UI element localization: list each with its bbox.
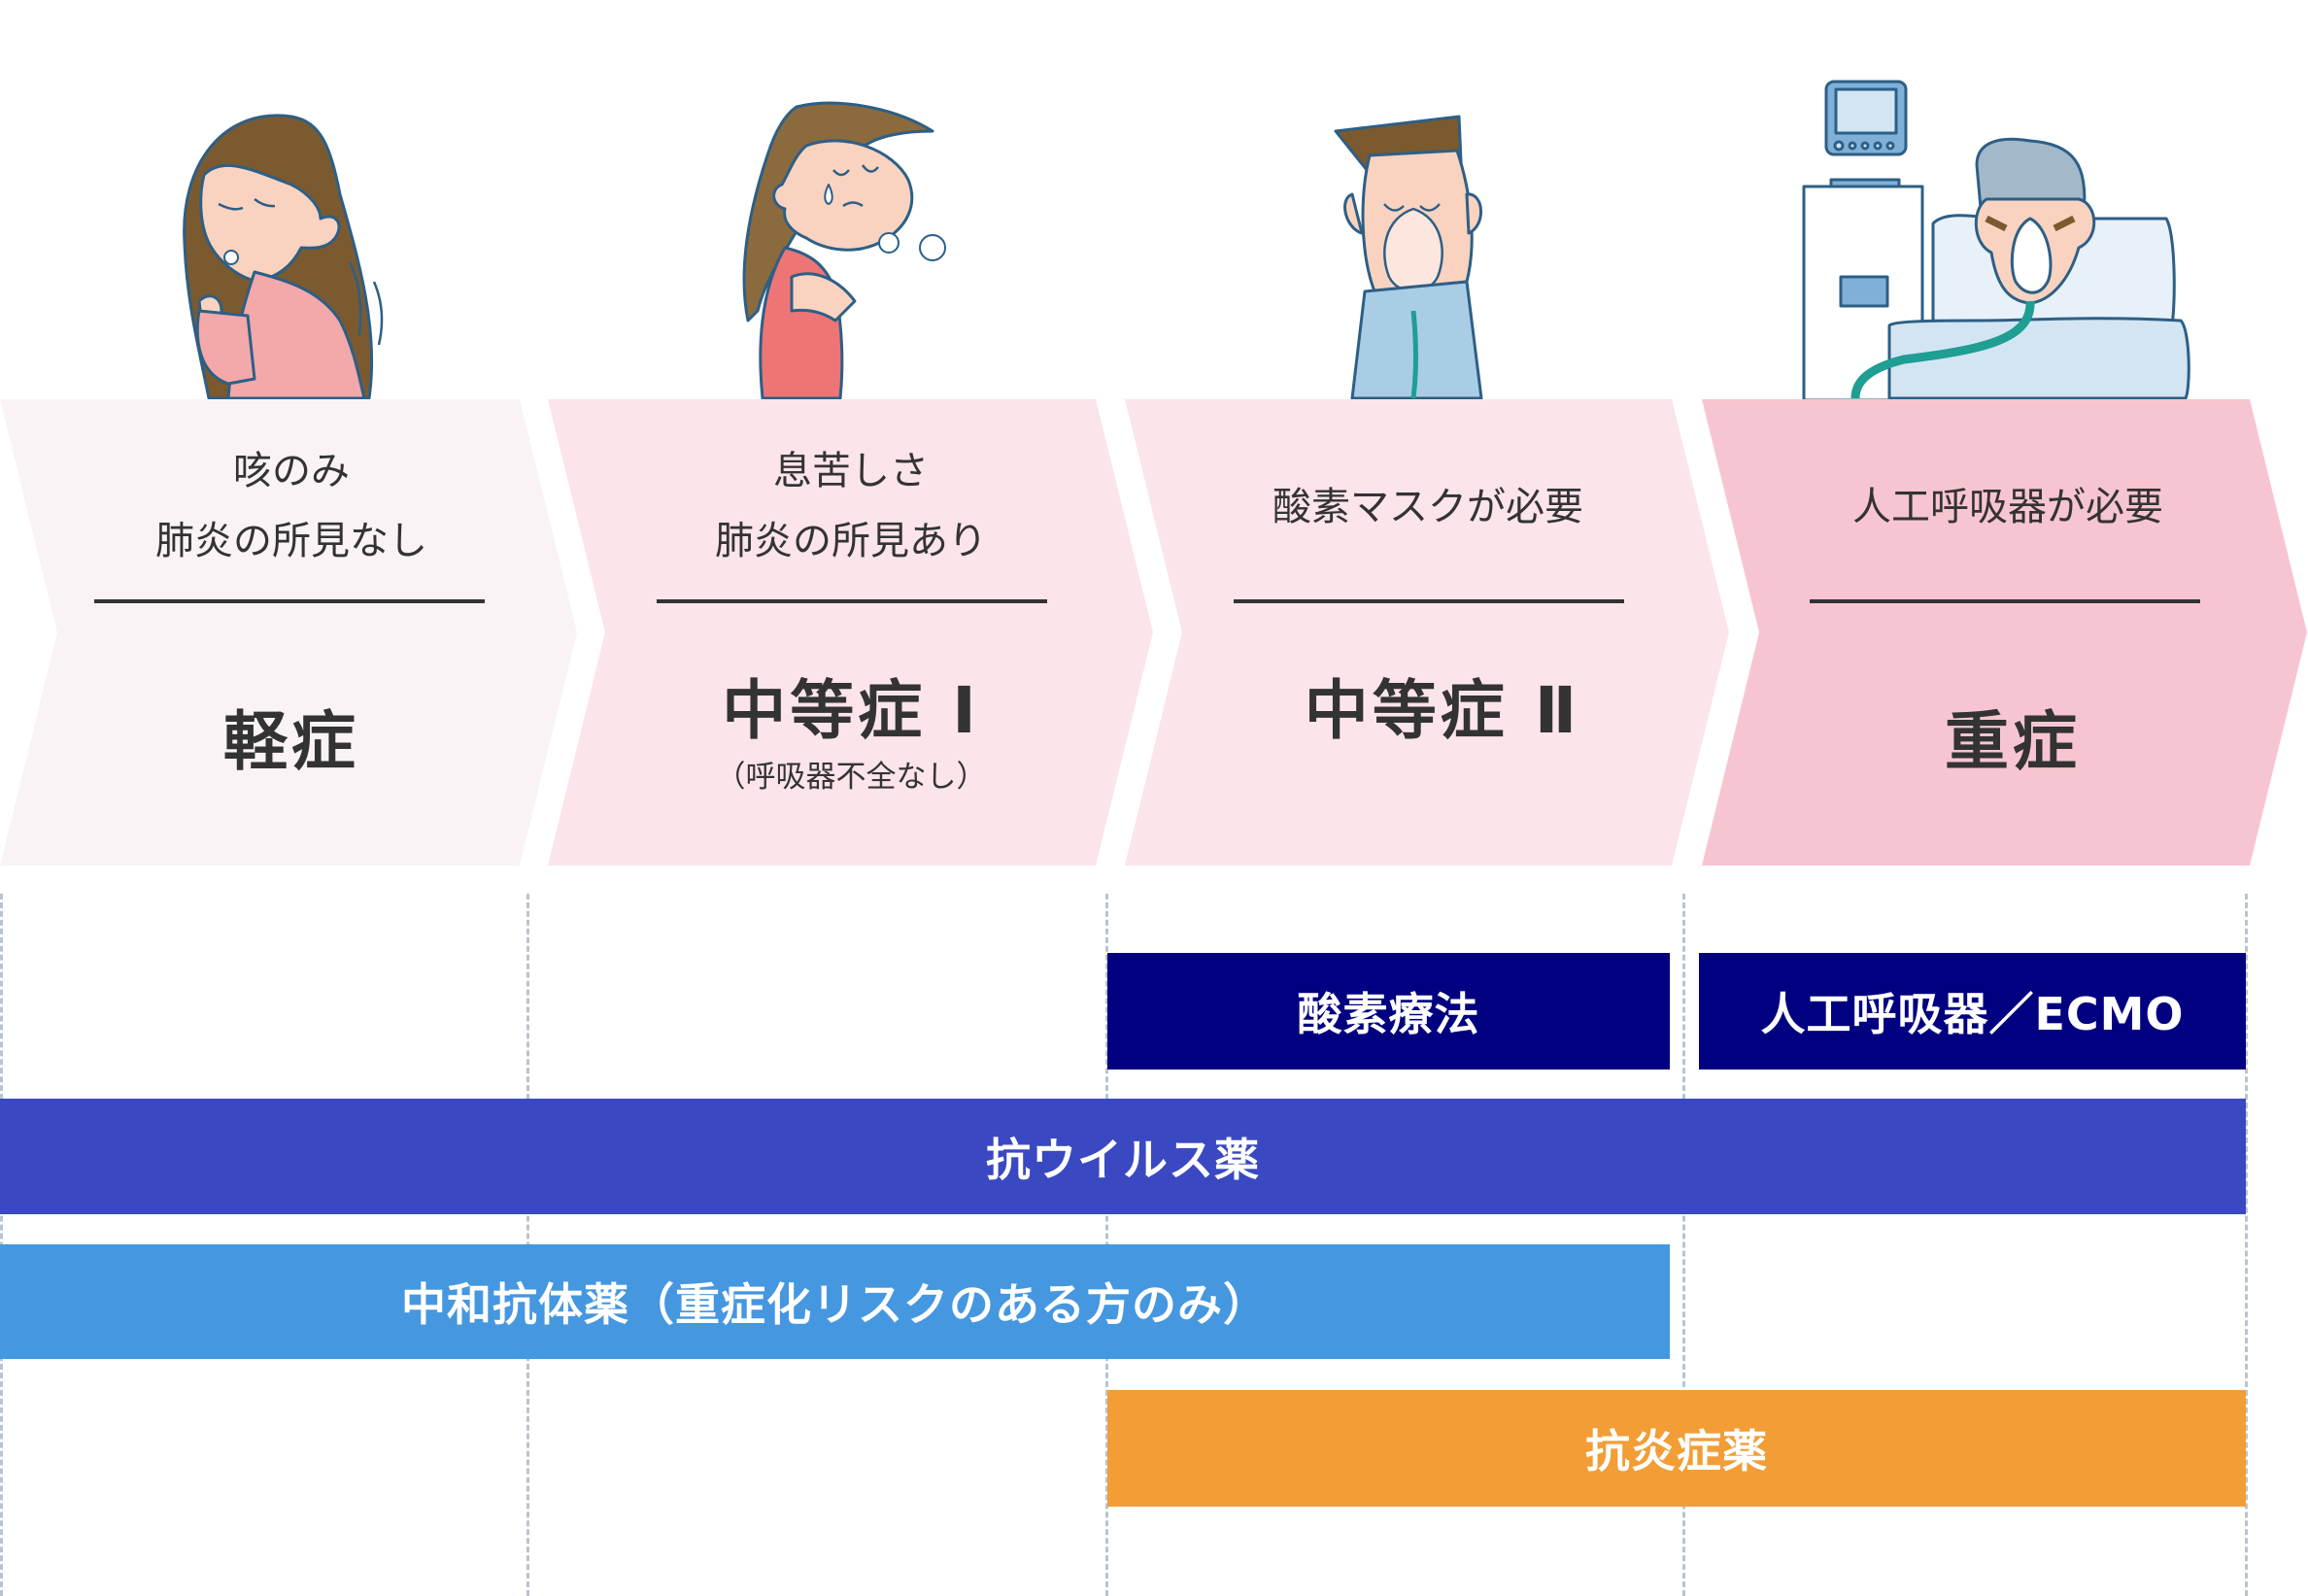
stage-divider (657, 599, 1047, 603)
treatment-bar-oxygen: 酸素療法 (1107, 953, 1670, 1070)
treatment-label: 人工呼吸器／ECMO (1760, 988, 2185, 1040)
description-line: 肺炎の所見なし (155, 519, 427, 563)
stage-level-label: 中等症 Ⅰ (722, 673, 980, 748)
stage-mild-description: 咳のみ 肺炎の所見なし (58, 436, 525, 576)
treatment-bar-antiinflammatory: 抗炎症薬 (1107, 1390, 2246, 1507)
stage-guide-line (1682, 894, 1685, 1596)
stage-level-label: 軽症 (223, 704, 359, 779)
stage-moderate1-description: 息苦しさ 肺炎の所見あり (618, 436, 1084, 576)
stage-divider (94, 599, 485, 603)
breathless-woman-icon (742, 101, 946, 400)
stage-note: （呼吸器不全なし） (715, 760, 987, 795)
chevron-moderate1 (548, 399, 1153, 866)
description-line: 人工呼吸器が必要 (1852, 485, 2163, 529)
stage-guide-line (2245, 894, 2248, 1596)
stage-level-label: 重症 (1945, 704, 2081, 779)
stage-level-label: 中等症 Ⅱ (1304, 673, 1581, 748)
description-line: 酸素マスクが必要 (1273, 485, 1583, 529)
stage-moderate2-description: 酸素マスクが必要 (1195, 472, 1661, 542)
chevron-moderate2 (1125, 399, 1729, 866)
treatment-label: 酸素療法 (1297, 988, 1480, 1040)
treatment-label: 中和抗体薬（重症化リスクのある方のみ） (401, 1278, 1269, 1331)
illustrations (183, 80, 2190, 402)
treatment-bar-antibody: 中和抗体薬（重症化リスクのある方のみ） (0, 1244, 1670, 1359)
description-line: 肺炎の所見あり (715, 519, 987, 563)
chevron-mild (0, 399, 577, 866)
description-line: 息苦しさ (773, 449, 929, 493)
stage-divider (1810, 599, 2200, 603)
chevron-severe (1702, 399, 2307, 866)
stage-divider (1234, 599, 1624, 603)
oxygen-mask-man-icon (1334, 115, 1483, 400)
stage-severe-description: 人工呼吸器が必要 (1775, 472, 2241, 542)
coughing-woman-icon (183, 114, 384, 400)
treatment-label: 抗ウイルス薬 (986, 1133, 1260, 1186)
description-line: 咳のみ (233, 449, 350, 493)
ventilator-patient-icon (1802, 80, 2190, 402)
treatment-bar-ventilator: 人工呼吸器／ECMO (1699, 953, 2246, 1070)
stage-chevrons (0, 399, 2307, 866)
treatment-bar-antiviral: 抗ウイルス薬 (0, 1099, 2246, 1214)
treatment-label: 抗炎症薬 (1585, 1425, 1768, 1477)
